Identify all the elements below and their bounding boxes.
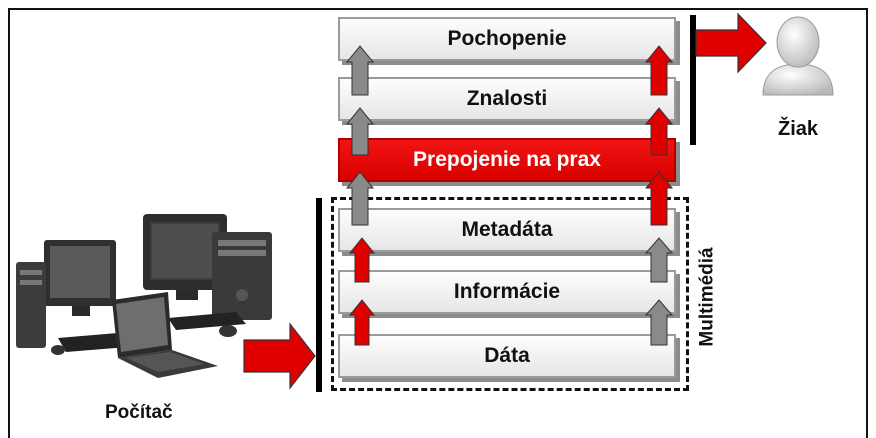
gray-up-arrow [345,171,375,226]
gray-up-arrow [345,45,375,96]
computer-label: Počítač [105,402,173,423]
input-red-arrow [243,322,316,390]
left-arrow-column [345,45,376,346]
computers-illustration [16,214,272,378]
student-label: Žiak [778,118,819,140]
tier-data: Dáta [338,334,676,378]
input-barrier-bar [316,198,322,392]
output-barrier-bar [690,15,696,145]
tier-informacie: Informácie [338,270,676,314]
right-arrow-column [644,45,674,346]
tier-prepojenie-na-prax: Prepojenie na prax [338,138,676,182]
red-up-arrow [348,299,376,346]
tier-znalosti-label: Znalosti [466,87,548,110]
tier-pochopenie-label: Pochopenie [447,27,567,50]
tier-informacie-label: Informácie [453,280,561,303]
tier-metadata: Metadáta [338,208,676,252]
red-up-arrow [644,45,674,96]
red-up-arrow [348,237,376,283]
multimedia-dashed-box [331,197,689,391]
tier-prepojenie-label: Prepojenie na prax [413,148,601,171]
tier-znalosti: Znalosti [338,77,676,121]
output-red-arrow [695,12,767,74]
student-person-icon [762,16,834,96]
tier-data-label: Dáta [484,344,530,367]
red-up-arrow [644,171,674,226]
outer-frame [8,8,868,438]
gray-up-arrow [644,237,674,283]
gray-up-arrow [644,299,674,346]
gray-up-arrow [345,107,375,156]
tier-metadata-label: Metadáta [461,218,553,241]
red-up-arrow [644,107,674,156]
tier-pochopenie: Pochopenie [338,17,676,61]
